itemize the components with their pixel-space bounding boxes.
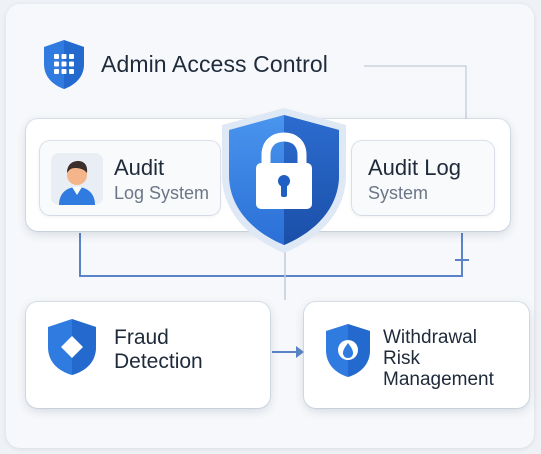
withdrawal-risk-label-line2: Risk: [383, 348, 420, 369]
audit-log-system-title: Audit: [114, 155, 165, 180]
withdrawal-risk-label-line3: Management: [383, 369, 494, 390]
fraud-detection-label-line1: Fraud: [114, 326, 169, 349]
diagram-title: Admin Access Control: [101, 51, 328, 77]
user-avatar-icon: [51, 153, 103, 205]
fraud-detection-label-line2: Detection: [114, 350, 203, 373]
audit-log-system-subtitle: Log System: [114, 183, 210, 203]
diamond-shield-icon: [48, 319, 96, 375]
connector-title-to-right: [364, 65, 467, 120]
drop-shield-icon: [326, 324, 370, 377]
arrow-head: [296, 346, 304, 358]
connector-bottom-bus: [79, 233, 463, 277]
withdrawal-risk-label-line1: Withdrawal: [383, 327, 477, 348]
grid-shield-icon: [44, 40, 84, 89]
lock-shield-icon: [222, 108, 346, 253]
audit-log-right-title: Audit Log: [368, 155, 461, 180]
audit-log-right-node: [352, 141, 494, 215]
audit-log-right-subtitle: System: [368, 183, 429, 203]
